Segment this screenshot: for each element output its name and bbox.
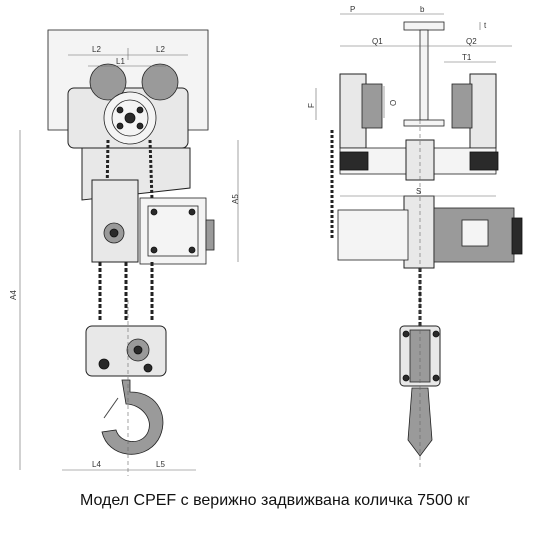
dim-l2-right: L2 <box>156 45 165 54</box>
beam-flange-top <box>403 21 445 31</box>
dim-o: O <box>389 100 398 106</box>
hoist-body <box>91 179 139 263</box>
wheel-right <box>141 63 179 101</box>
dim-l4: L4 <box>92 460 101 469</box>
dim-p: P <box>350 5 355 14</box>
hook <box>101 379 164 455</box>
bottom-block <box>85 325 167 377</box>
gear-housing <box>337 209 409 261</box>
beam-flange-bottom <box>403 119 445 127</box>
dim-t: t <box>484 21 487 30</box>
wheel-left-side <box>361 83 383 129</box>
dim-t1: T1 <box>462 53 472 62</box>
dim-b: b <box>420 5 425 14</box>
dim-q2: Q2 <box>466 37 477 46</box>
dim-a4: A4 <box>9 290 18 300</box>
hand-chain-right <box>148 139 154 201</box>
front-view: L2 L2 L1 A4 A5 L4 L5 <box>9 29 240 476</box>
dim-s: S <box>416 187 421 196</box>
dim-l1: L1 <box>116 57 125 66</box>
dim-l5: L5 <box>156 460 165 469</box>
dim-f: F <box>307 103 316 108</box>
figure-caption: Модел CPEF с верижно задвижвана количка … <box>79 492 471 509</box>
dim-a5: A5 <box>231 194 240 204</box>
side-plate-right <box>469 73 497 149</box>
wheel-right-side <box>451 83 473 129</box>
dim-q1: Q1 <box>372 37 383 46</box>
wheel-left <box>89 63 127 101</box>
side-view: P b t Q1 Q2 T1 F O S <box>307 5 523 470</box>
technical-drawing: L2 L2 L1 A4 A5 L4 L5 <box>9 5 523 476</box>
beam-web <box>419 29 429 121</box>
dim-l2-left: L2 <box>92 45 101 54</box>
hoist-body-side <box>403 195 435 269</box>
